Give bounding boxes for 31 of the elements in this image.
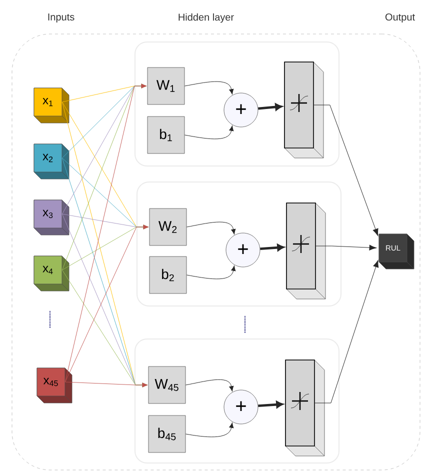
arrow <box>316 244 377 250</box>
column-heading: Inputs <box>48 14 74 22</box>
weight-box: b$_{45}$ <box>148 415 186 453</box>
weight-box: b$_{2}$ <box>149 256 187 294</box>
input-cube: x$_{1}$ <box>34 88 70 124</box>
arrow <box>185 379 234 392</box>
activation-block <box>285 360 325 456</box>
arrow <box>184 81 234 94</box>
arrow <box>258 401 284 408</box>
input-cube: x$_{45}$ <box>36 368 72 404</box>
input-cube: x$_{2}$ <box>34 144 70 180</box>
activation-block <box>284 62 324 158</box>
activation-block <box>286 202 326 300</box>
input-cube: x$_{3}$ <box>34 200 70 236</box>
weight-box: W$_{45}$ <box>148 366 186 404</box>
arrow <box>64 382 148 388</box>
arrow <box>314 260 379 404</box>
column-heading: Output <box>385 13 415 23</box>
column-heading: Hidden layer <box>178 13 234 23</box>
arrow <box>186 222 236 234</box>
weight-box: b$_{1}$ <box>147 116 185 154</box>
arrow <box>314 104 378 236</box>
network-frame <box>12 34 420 470</box>
arrow <box>258 103 282 111</box>
arrow <box>186 266 236 280</box>
arrow <box>260 244 284 252</box>
arrow <box>185 422 234 438</box>
arrow <box>184 126 234 140</box>
input-cube: x$_{4}$ <box>34 256 70 292</box>
weight-box: W$_{1}$ <box>147 67 185 105</box>
weight-box: W$_{2}$ <box>149 208 187 246</box>
